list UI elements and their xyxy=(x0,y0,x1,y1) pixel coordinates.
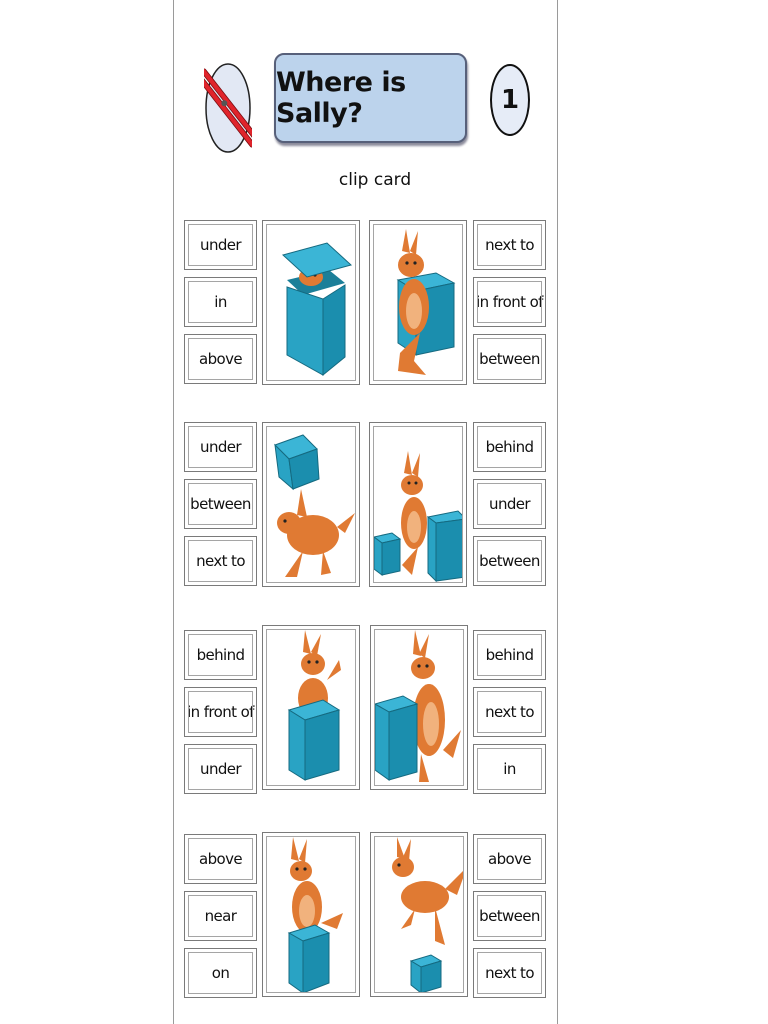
word-option[interactable]: between xyxy=(473,891,546,941)
kangaroo-between-boxes-image xyxy=(374,451,462,582)
word-option[interactable]: in front of xyxy=(473,277,546,327)
word-option[interactable]: behind xyxy=(184,630,257,680)
scene-picture xyxy=(262,220,360,385)
word-option[interactable]: under xyxy=(184,220,257,270)
word-label: between xyxy=(479,552,540,570)
word-option[interactable]: under xyxy=(184,422,257,472)
scene-picture xyxy=(262,422,360,587)
page-title: Where is Sally? xyxy=(276,67,406,129)
word-label: next to xyxy=(485,964,534,982)
card-number-badge: 1 xyxy=(490,64,530,136)
word-option[interactable]: next to xyxy=(184,536,257,586)
word-option[interactable]: under xyxy=(473,479,546,529)
subtitle: clip card xyxy=(338,170,412,190)
kangaroo-above-box-image xyxy=(392,837,463,992)
kangaroo-behind-box-image xyxy=(287,630,341,781)
word-label: in xyxy=(503,760,516,778)
word-option[interactable]: above xyxy=(184,834,257,884)
title-banner: Where is Sally? xyxy=(274,53,467,143)
word-label: above xyxy=(488,850,532,868)
word-option[interactable]: under xyxy=(184,744,257,794)
word-option[interactable]: near xyxy=(184,891,257,941)
word-label: between xyxy=(479,907,540,925)
word-label: in front of xyxy=(187,703,254,721)
word-option[interactable]: in xyxy=(184,277,257,327)
clothespin-icon xyxy=(204,63,252,153)
word-label: next to xyxy=(485,236,534,254)
kangaroo-in-front-of-box-image xyxy=(396,229,456,375)
kangaroo-in-box-image xyxy=(281,242,353,377)
word-label: behind xyxy=(196,646,245,664)
scene-picture xyxy=(370,832,468,997)
word-label: in xyxy=(214,293,227,311)
word-label: behind xyxy=(485,438,534,456)
word-option[interactable]: next to xyxy=(473,687,546,737)
word-option[interactable]: behind xyxy=(473,422,546,472)
word-label: next to xyxy=(196,552,245,570)
word-option[interactable]: above xyxy=(184,334,257,384)
word-option[interactable]: next to xyxy=(473,220,546,270)
word-option[interactable]: between xyxy=(184,479,257,529)
word-option[interactable]: next to xyxy=(473,948,546,998)
word-option[interactable]: in xyxy=(473,744,546,794)
kangaroo-on-box-image xyxy=(287,837,343,992)
word-label: between xyxy=(479,350,540,368)
word-label: on xyxy=(211,964,230,982)
word-label: under xyxy=(200,760,242,778)
word-option[interactable]: on xyxy=(184,948,257,998)
word-option[interactable]: between xyxy=(473,536,546,586)
word-label: between xyxy=(190,495,251,513)
kangaroo-next-to-box-image xyxy=(375,630,461,782)
scene-picture xyxy=(369,220,467,385)
word-label: under xyxy=(200,438,242,456)
scene-picture xyxy=(262,832,360,997)
word-label: above xyxy=(199,850,243,868)
word-label: under xyxy=(489,495,531,513)
word-label: behind xyxy=(485,646,534,664)
scene-picture xyxy=(369,422,467,587)
word-label: above xyxy=(199,350,243,368)
scene-picture xyxy=(370,625,468,790)
word-option[interactable]: above xyxy=(473,834,546,884)
word-option[interactable]: between xyxy=(473,334,546,384)
word-option[interactable]: behind xyxy=(473,630,546,680)
word-label: under xyxy=(200,236,242,254)
word-option[interactable]: in front of xyxy=(184,687,257,737)
word-label: near xyxy=(204,907,237,925)
word-label: next to xyxy=(485,703,534,721)
kangaroo-under-box-image xyxy=(274,434,355,577)
word-label: in front of xyxy=(476,293,543,311)
scene-picture xyxy=(262,625,360,790)
